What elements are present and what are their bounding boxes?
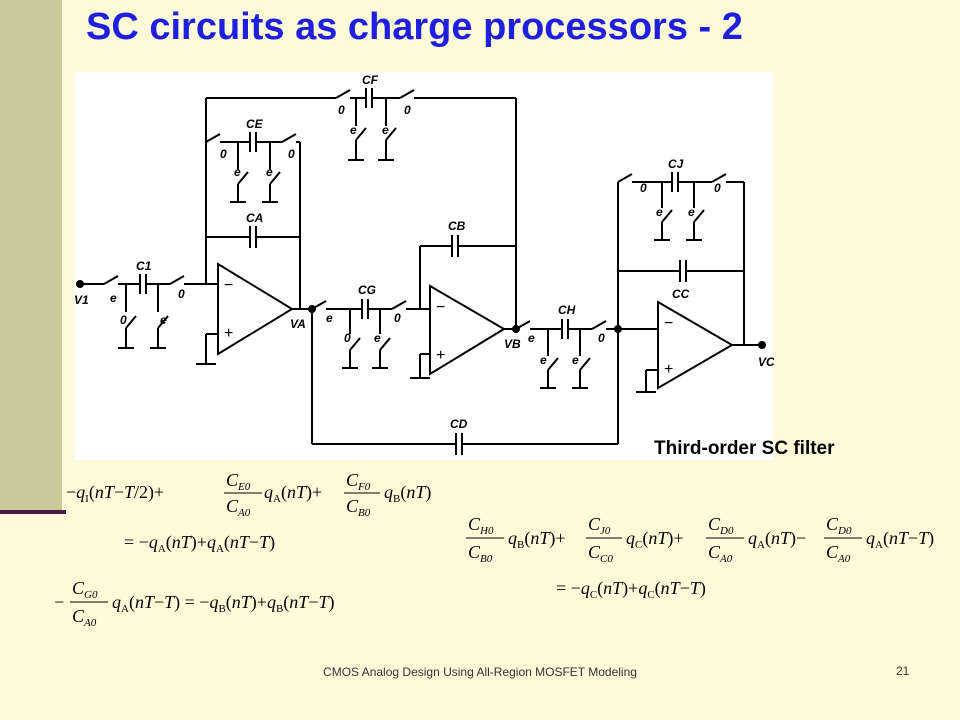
svg-text:VC: VC [758,355,774,369]
svg-text:CA0: CA0 [226,496,251,519]
svg-text:CB0: CB0 [346,496,371,519]
svg-text:+: + [436,347,445,364]
svg-text:CH: CH [558,303,576,317]
svg-text:e: e [234,165,241,179]
svg-text:e: e [110,291,117,305]
svg-text:−: − [664,315,673,332]
side-bar [0,0,62,510]
svg-text:CC0: CC0 [588,542,613,565]
svg-text:−qI(nT−T/2)+: −qI(nT−T/2)+ [66,482,164,505]
svg-text:CD0: CD0 [708,514,734,537]
svg-text:+: + [664,361,673,378]
svg-text:CE: CE [246,117,264,131]
slide-title: SC circuits as charge processors - 2 [86,6,743,48]
equation-2: CH0 CB0 qB(nT)+ CJ0 CC0 qC(nT)+ CD0 CA0 … [466,514,934,601]
footer-text: CMOS Analog Design Using All-Region MOSF… [323,665,637,679]
svg-text:0: 0 [288,147,295,161]
page-number: 21 [896,664,910,678]
input-branch [76,274,218,349]
svg-text:0: 0 [714,181,721,195]
svg-text:V1: V1 [74,293,89,307]
equation-3: − CG0 CA0 qA(nT−T) = −qB(nT)+qB(nT−T) [54,578,334,629]
cf-branch [206,88,517,329]
svg-text:CA0: CA0 [72,606,97,629]
svg-text:e: e [572,353,579,367]
svg-text:e: e [326,311,333,325]
svg-text:0: 0 [344,331,351,345]
svg-text:qA(nT−T): qA(nT−T) [866,528,934,551]
svg-text:CJ: CJ [668,157,684,171]
svg-text:= −qA(nT)+qA(nT−T): = −qA(nT)+qA(nT−T) [124,532,275,555]
svg-text:C1: C1 [136,259,152,273]
svg-text:e: e [688,205,695,219]
svg-text:CE0: CE0 [226,470,251,493]
svg-text:0: 0 [640,181,647,195]
svg-text:CA0: CA0 [826,542,851,565]
svg-text:CF: CF [362,73,379,87]
opamp-c [512,172,766,444]
svg-text:qB(nT): qB(nT) [384,482,431,505]
svg-text:−: − [54,592,64,612]
svg-text:e: e [528,331,535,345]
equation-1: −qI(nT−T/2)+ CE0 CA0 qA(nT)+ CF0 CB0 qB(… [66,470,431,555]
opamp-b [308,235,516,444]
svg-text:CJ0: CJ0 [588,514,611,537]
svg-text:+: + [224,325,233,342]
svg-text:CD0: CD0 [826,514,852,537]
svg-text:qA(nT)+: qA(nT)+ [264,482,322,505]
svg-text:CG: CG [358,283,376,297]
svg-text:qC(nT)+: qC(nT)+ [626,528,684,551]
svg-text:VA: VA [290,317,306,331]
svg-text:e: e [350,123,357,137]
svg-text:CB0: CB0 [468,542,493,565]
svg-text:e: e [266,165,273,179]
svg-text:e: e [540,353,547,367]
svg-text:CB: CB [448,219,466,233]
cd-branch [312,433,618,455]
svg-text:0: 0 [338,103,345,117]
svg-text:VB: VB [504,337,521,351]
svg-text:0: 0 [394,311,401,325]
svg-text:CA0: CA0 [708,542,733,565]
svg-text:qA(nT)−: qA(nT)− [748,528,806,551]
svg-text:CG0: CG0 [72,578,98,601]
svg-text:e: e [656,205,663,219]
svg-text:−: − [224,277,233,294]
svg-text:e: e [382,123,389,137]
svg-text:qA(nT−T) = −qB(nT)+qB(nT−T): qA(nT−T) = −qB(nT)+qB(nT−T) [112,592,334,615]
svg-text:CA: CA [246,211,263,225]
circuit-diagram: − + − + − + e 0 0 e 0 0 e e 0 0 e e e 0 0 e… [74,72,775,460]
svg-text:e: e [160,313,167,327]
opamp-a [196,98,312,365]
svg-text:0: 0 [178,287,185,301]
svg-text:CC: CC [672,287,690,301]
svg-text:0: 0 [598,331,605,345]
svg-text:0: 0 [120,313,127,327]
svg-text:−: − [436,299,445,316]
svg-text:CF0: CF0 [346,470,371,493]
side-divider [0,510,66,514]
svg-text:qB(nT)+: qB(nT)+ [508,528,566,551]
svg-text:CD: CD [450,417,468,431]
svg-text:0: 0 [404,103,411,117]
svg-text:= −qC(nT)+qC(nT−T): = −qC(nT)+qC(nT−T) [556,578,706,601]
svg-text:CH0: CH0 [468,514,494,537]
svg-text:e: e [374,331,381,345]
svg-text:0: 0 [220,147,227,161]
figure-caption: Third-order SC filter [654,438,835,459]
